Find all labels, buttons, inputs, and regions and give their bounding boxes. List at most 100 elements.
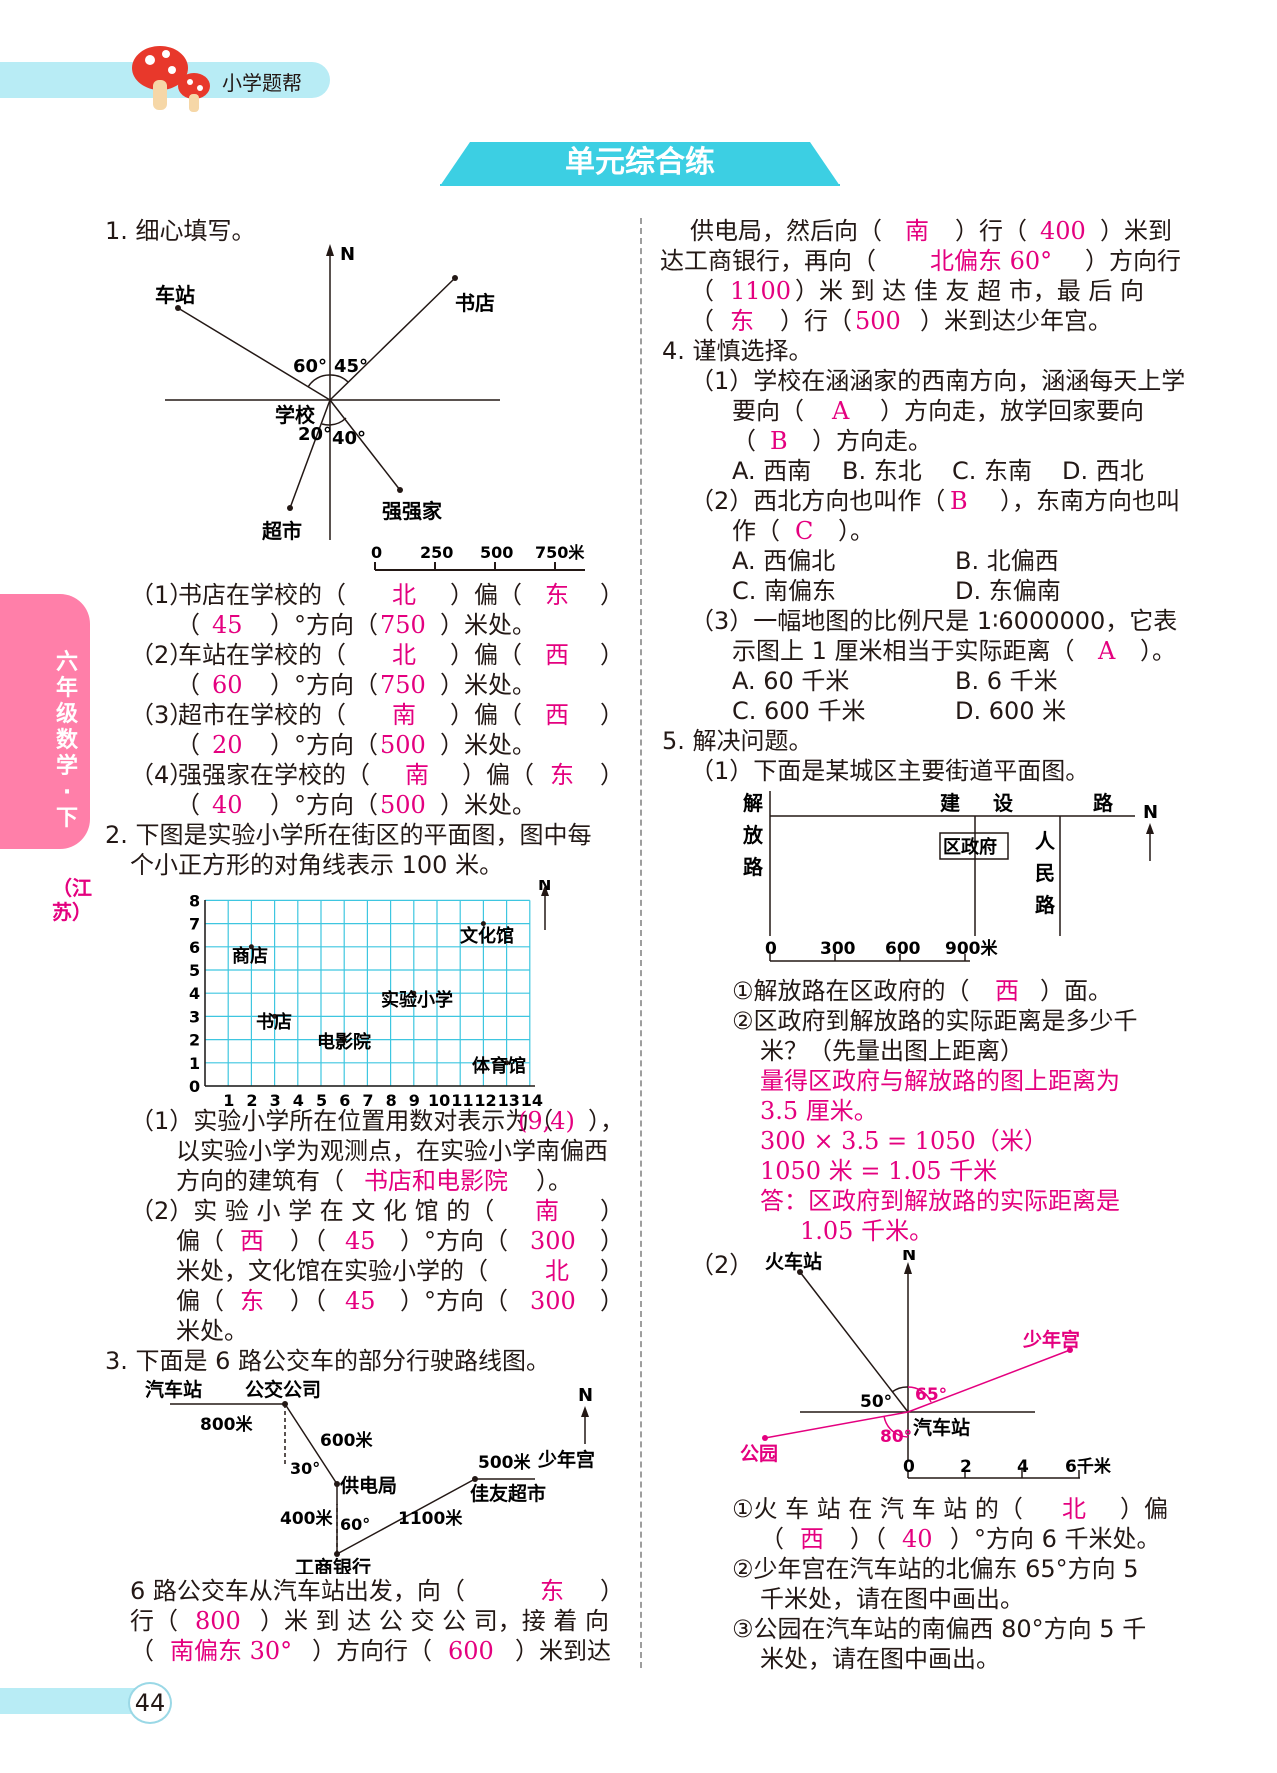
grid-x-label: 6 [339,1091,350,1110]
q1-angle-60: 60° [293,356,327,377]
q3-label-1100: 1100米 [398,1508,463,1529]
q5-fig-65: 65° [915,1385,947,1405]
grid-place-point [248,944,254,950]
grid-x-label: 11 [451,1091,473,1110]
q3-label-800: 800米 [200,1414,253,1435]
grid-place-point [272,1013,278,1019]
grid-x-label: 2 [246,1091,257,1110]
grid-x-label: 5 [316,1091,327,1110]
q2-label-cinema: 电影院 [317,1031,371,1053]
q1-scale-750: 750米 [535,543,585,562]
mushroom-icon [132,46,210,112]
q1-angle-45: 45° [334,356,368,377]
q5-direction-figure: 火车站 N 少年宫 50° 65° 80° 汽车站 公园 0 2 4 6千米 [740,1250,1112,1479]
q3-north-label: N [578,1385,593,1406]
q5-fig-train: 火车站 [765,1250,822,1273]
q2-label-school: 实验小学 [381,989,453,1011]
q5-part1-title: （1）下面是某城区主要街道平面图。 [690,757,1090,785]
grid-y-label: 4 [189,984,200,1003]
grid-x-label: 9 [409,1091,420,1110]
q5-map-scale-300: 300 [820,939,856,959]
q1-angle-20: 20° [298,424,332,445]
grid-y-label: 3 [189,1007,200,1026]
q5-fig-80: 80° [880,1427,912,1447]
q2-label-gym: 体育馆 [472,1055,526,1077]
page-number: 44 [128,1682,172,1724]
section-title: 单元综合练 [565,145,715,180]
q1-north-label: N [340,244,355,265]
grid-place-point [504,1060,510,1066]
q5-fig-north: N [902,1250,916,1265]
q5-fig-scale-6: 6千米 [1065,1456,1112,1477]
grid-x-label: 3 [270,1091,281,1110]
q5-map-ren: 人 [1035,829,1056,853]
grid-y-label: 6 [189,938,200,957]
q1-scale-0: 0 [371,543,382,562]
grid-x-label: 10 [428,1091,450,1110]
q3-label-30: 30° [290,1459,320,1478]
q1-scale-500: 500 [480,543,513,562]
grid-x-label: 4 [293,1091,304,1110]
q5-map-jie: 解 [743,791,763,815]
q5-map-scale-600: 600 [885,939,921,959]
q5-title: 5. 解决问题。 [662,727,813,755]
q3-title: 3. 下面是 6 路公交车的部分行驶路线图。 [105,1347,551,1375]
grid-y-label: 8 [189,891,200,910]
footer-strip [0,1688,140,1714]
q1-label-school: 学校 [275,403,316,427]
q3-label-bus-station: 汽车站 [145,1378,202,1401]
q5-fig-park: 公园 [740,1443,778,1465]
q5-fig-scale-2: 2 [960,1457,972,1477]
q1-direction-figure: N 书店 车站 学校 超市 强强家 60° 45° 20° 40° [155,244,500,543]
grid-x-label: 13 [498,1091,520,1110]
grid-y-label: 1 [189,1054,200,1073]
q5-map-lu3: 路 [1035,893,1056,917]
q5-map-gov: 区政府 [943,836,997,858]
q5-fig-scale-0: 0 [903,1457,915,1477]
q5-fig-scale-4: 4 [1017,1457,1029,1477]
q5-fig-bus: 汽车站 [913,1416,970,1439]
q5-map-jian: 建 [940,791,960,815]
column-divider [640,218,642,1668]
q2-north-label: N [538,880,551,894]
q3-label-60: 60° [340,1515,370,1534]
q3-route-figure: N 汽车站 公交公司 800米 600米 30° 供电局 400米 60° 11… [145,1378,595,1574]
side-tab-text: 六年级数学·下 [55,650,78,831]
q5-map-she: 设 [993,791,1013,815]
side-tab-region: （江苏） [52,876,92,924]
q5-map-min: 民 [1035,861,1055,885]
q1-scale-250: 250 [420,543,453,562]
grid-x-label: 7 [362,1091,373,1110]
q1-label-supermarket: 超市 [261,519,302,543]
grid-x-label: 14 [521,1091,543,1110]
q2-label-culture: 文化馆 [460,925,514,947]
grid-x-label: 12 [474,1091,496,1110]
q5-part2-no: （2） [690,1251,754,1279]
q2-label-bookstore: 书店 [256,1011,292,1033]
q1-angle-40: 40° [332,428,366,449]
q5-map-lu2: 路 [1093,791,1114,815]
q3-label-bank: 工商银行 [295,1556,371,1574]
grid-y-label: 7 [189,915,200,934]
grid-x-label: 8 [386,1091,397,1110]
q2-label-shop: 商店 [232,945,268,967]
q5-map-fang: 放 [742,823,764,847]
q5-fig-50: 50° [860,1392,892,1412]
grid-place-point [480,921,486,927]
q3-label-power: 供电局 [339,1474,397,1497]
side-tab [0,594,90,849]
section-title-bar [440,142,840,186]
q4-title: 4. 谨慎选择。 [662,337,813,365]
q5-map-scale-0: 0 [765,939,777,959]
q2-title-line1: 2. 下图是实验小学所在街区的平面图，图中每 [105,821,592,849]
q3-label-bus-company: 公交公司 [245,1378,321,1401]
grid-place-point [411,990,417,996]
q3-label-600: 600米 [320,1430,373,1451]
q5-fig-palace: 少年宫 [1022,1328,1080,1351]
q1-label-bookstore: 书店 [455,291,495,315]
q2-title-line2: 个小正方形的对角线表示 100 米。 [130,851,504,879]
q1-scale-bar: 0 250 500 750米 [371,543,585,571]
grid-place-point [341,1037,347,1043]
grid-x-label: 1 [223,1091,234,1110]
